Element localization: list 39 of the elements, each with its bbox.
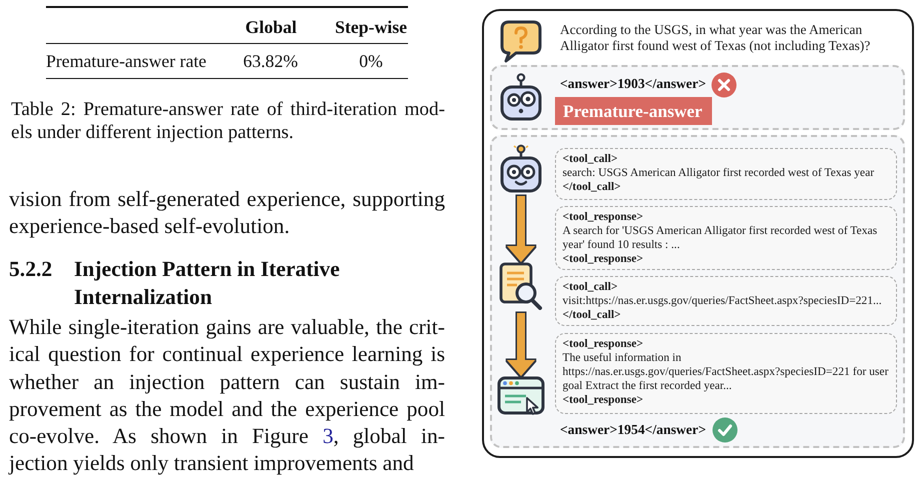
- row-header: Premature-answer rate: [46, 51, 208, 71]
- tool-response-card: [555, 206, 897, 270]
- body-paragraph: While single-iteration gains are valuable, the crit- ical question for continual experience learning is whether an injection pattern can sustain im- provement as the model and the experience pool co-evolve. As shown in Figure 3, global in- jection yields only transient improvements and: [9, 314, 445, 478]
- tag-text: <tool_response>: [562, 252, 644, 266]
- tool-content-text: search: USGS American Alligator first recorded west of Texas year: [562, 166, 876, 180]
- tool-content-text: The useful information in https://nas.er.usgs.gov/queries/FactSheet.aspx?speciesID=221 for user goal Extract the first recorded year...: [562, 351, 890, 393]
- tag-text: </tool_call>: [562, 308, 622, 322]
- column-header: Global: [244, 17, 298, 37]
- section-heading: Injection Pattern in Iterative Internalization: [74, 256, 341, 311]
- tool-response-card: [555, 333, 897, 414]
- browser-window-icon: [497, 376, 545, 416]
- answer-panel: [490, 65, 905, 130]
- answer-text: <answer>1954</answer>: [560, 422, 708, 438]
- column-header: Step-wise: [334, 17, 408, 37]
- tool-call-card: [555, 276, 897, 326]
- example-frame: [482, 9, 914, 458]
- table-caption: Table 2: Premature-answer rate of third-iteration mod- els under different injection patterns.: [11, 98, 445, 144]
- flow-arrow: [507, 196, 535, 262]
- document-search-icon: [498, 262, 544, 310]
- trajectory-panel: [490, 135, 905, 448]
- error-tag-text: Premature-answer: [562, 100, 704, 123]
- tool-call-card: [555, 148, 897, 200]
- tag-text: </tool_call>: [562, 180, 622, 194]
- error-tag: [555, 97, 712, 125]
- section-number: 5.2.2: [9, 256, 54, 283]
- answer-text: <answer>1903</answer>: [560, 76, 708, 92]
- flow-arrow: [507, 313, 535, 376]
- tag-text: <tool_call>: [562, 152, 619, 166]
- body-paragraph: vision from self-generated experience, supporting experience-based self-evolution.: [9, 186, 445, 240]
- table-value: 63.82%: [242, 51, 299, 71]
- figure-reference-link: 3: [322, 424, 334, 448]
- tag-text: <tool_response>: [562, 210, 644, 224]
- tool-content-text: visit:https://nas.er.usgs.gov/queries/FactSheet.aspx?speciesID=221...: [562, 294, 883, 308]
- tag-text: <tool_response>: [562, 337, 644, 352]
- tag-text: <tool_response>: [562, 392, 644, 406]
- question-text: According to the USGS, in what year was the American Alligator first found west of Texas (not including Texas)?: [560, 22, 872, 54]
- table-value: 0%: [358, 51, 384, 71]
- tool-content-text: A search for 'USGS American Alligator first recorded west of Texas year' found 10 results : ...: [562, 224, 878, 252]
- tag-text: <tool_call>: [562, 280, 619, 294]
